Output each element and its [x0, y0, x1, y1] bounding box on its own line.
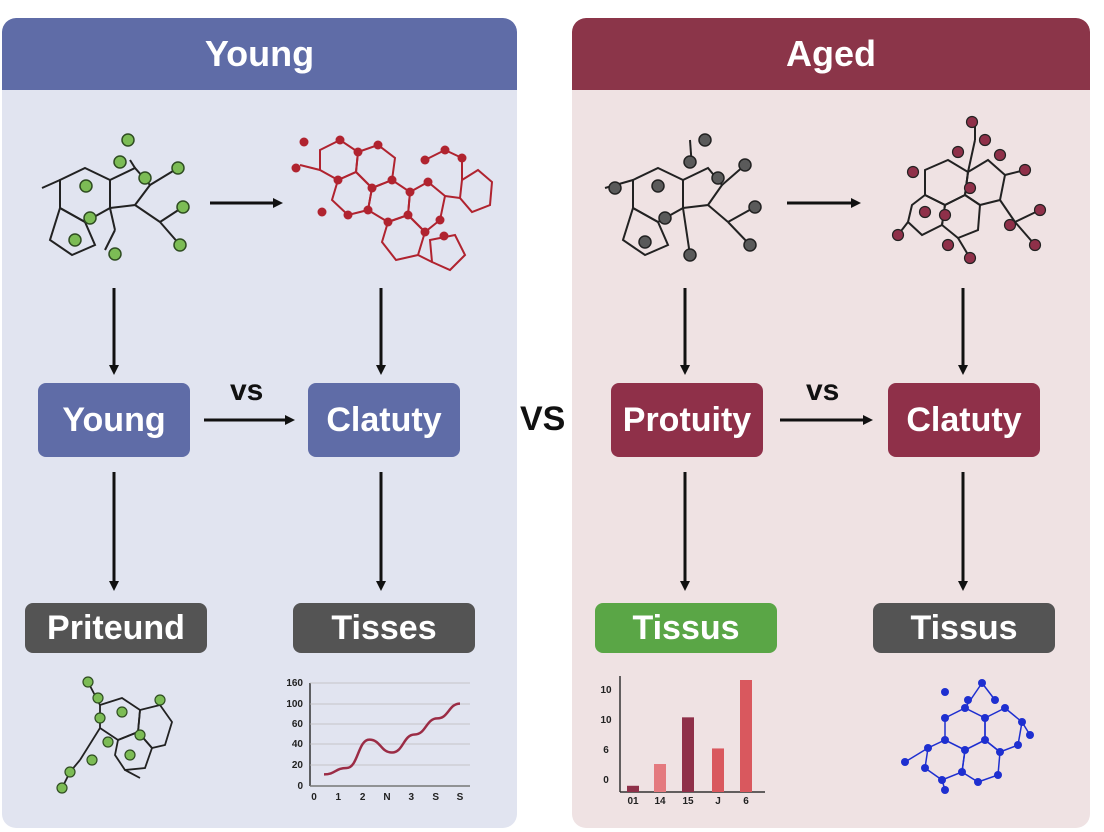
aged-box-right: Clatuty [888, 383, 1040, 457]
x-tick-label: J [715, 796, 721, 807]
y-tick-label: 20 [292, 760, 304, 771]
bar [712, 748, 724, 792]
aged-box-bottom-left: Tissus [595, 603, 777, 653]
young-bottom-network [56, 676, 173, 794]
x-tick-label: 01 [627, 796, 639, 807]
bar [682, 717, 694, 792]
young-box-left: Young [38, 383, 190, 457]
aged-vs-label: vs [806, 374, 840, 407]
young-box-right: Clatuty [308, 383, 460, 457]
x-tick-label: 1 [336, 792, 342, 803]
x-tick-label: 6 [743, 796, 749, 807]
young-molecule-green [41, 133, 190, 261]
young-molecule-red [291, 135, 494, 272]
aged-molecule-red [891, 115, 1047, 265]
y-tick-label: 60 [292, 719, 304, 730]
aged-bar-chart: 0 6 10 10 01 14 15 J 6 [600, 676, 765, 807]
young-box-bottom-left: Priteund [25, 603, 207, 653]
young-header: Young [2, 18, 517, 90]
x-tick-label: S [432, 792, 439, 803]
y-tick-label: 160 [286, 678, 303, 689]
x-tick-label: 0 [311, 792, 317, 803]
bar [740, 680, 752, 792]
aged-molecule-gray [604, 133, 762, 262]
y-tick-label: 10 [600, 715, 612, 726]
aged-box-bottom-right: Tissus [873, 603, 1055, 653]
x-tick-label: N [383, 792, 390, 803]
y-tick-label: 6 [603, 745, 609, 756]
aged-blue-network [901, 679, 1034, 794]
y-tick-label: 40 [292, 739, 304, 750]
aged-box-left: Protuity [611, 383, 763, 457]
young-box-bottom-right: Tisses [293, 603, 475, 653]
y-tick-label: 10 [600, 685, 612, 696]
bar [627, 785, 639, 792]
center-vs-label: VS [520, 400, 566, 438]
x-tick-label: 15 [682, 796, 694, 807]
line-series [323, 702, 461, 776]
y-tick-label: 0 [297, 781, 303, 792]
x-tick-label: S [457, 792, 464, 803]
bar [654, 764, 666, 792]
x-tick-label: 14 [654, 796, 666, 807]
young-line-chart: 0 20 40 60 100 160 0 1 2 N 3 S S [286, 678, 470, 803]
y-tick-label: 0 [603, 775, 609, 786]
aged-header: Aged [572, 18, 1090, 90]
x-tick-label: 2 [360, 792, 366, 803]
y-tick-label: 100 [286, 699, 303, 710]
young-vs-label: vs [230, 374, 264, 407]
x-tick-label: 3 [409, 792, 415, 803]
